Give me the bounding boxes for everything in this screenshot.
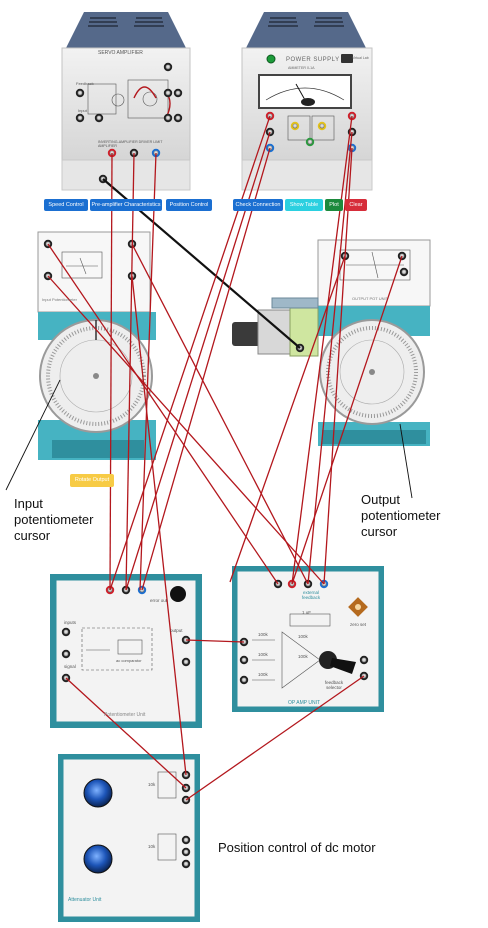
output-pot-terminal[interactable] <box>399 267 409 277</box>
output-cursor-line-3: cursor <box>361 524 398 539</box>
input-cursor-annotation: Input potentiometer cursor <box>14 496 94 544</box>
opamp-res-1: 100k <box>258 632 268 637</box>
attenuator-unit-title: Attenuator Unit <box>68 897 102 903</box>
page-caption: Position control of dc motor <box>218 840 376 855</box>
connection-wire[interactable] <box>131 243 309 585</box>
position-control-button[interactable]: Position Control <box>166 199 212 211</box>
connection-wire[interactable] <box>291 255 403 585</box>
opamp-terminal[interactable] <box>239 655 249 665</box>
servo-terminal[interactable] <box>75 88 85 98</box>
connection-wire[interactable] <box>291 115 353 585</box>
connection-wire[interactable] <box>185 639 245 643</box>
pot-unit-output-label: output <box>170 628 183 633</box>
output-cursor-annotation: Output potentiometer cursor <box>361 492 441 540</box>
input-cursor-leader <box>5 379 61 491</box>
connection-wire[interactable] <box>141 147 271 591</box>
rotate-output-button[interactable]: Rotate Output <box>70 474 114 487</box>
external-feedback-label: external feedback <box>301 590 321 600</box>
output-cursor-line-2: potentiometer <box>361 508 441 523</box>
connection-wire[interactable] <box>109 115 271 591</box>
connection-wire[interactable] <box>229 255 346 583</box>
input-cursor-line-3: cursor <box>14 528 51 543</box>
ps-terminal[interactable] <box>290 121 300 131</box>
pot-unit-terminal[interactable] <box>61 627 71 637</box>
power-supply <box>241 12 373 191</box>
output-pot-label: OUTPUT POT UNIT <box>352 296 389 301</box>
connection-wire[interactable] <box>47 275 325 585</box>
connection-wire[interactable] <box>185 675 365 801</box>
input-cursor-line-1: Input <box>14 496 43 511</box>
opamp-res-4: 100k <box>298 634 308 639</box>
brand-label: Virtual Lab <box>352 56 369 60</box>
connection-wire[interactable] <box>65 677 187 789</box>
opamp-res-3: 100k <box>258 672 268 677</box>
connection-wire[interactable] <box>131 275 187 776</box>
connection-wire[interactable] <box>47 243 279 585</box>
connection-wire[interactable] <box>109 152 113 591</box>
attenuator-res-1: 10k <box>148 782 156 787</box>
servo-terminal[interactable] <box>75 113 85 123</box>
pot-unit-inputs-label: inputs <box>64 620 77 625</box>
power-supply-title: POWER SUPPLY <box>286 57 340 63</box>
servo-terminal[interactable] <box>163 88 173 98</box>
connection-wire[interactable] <box>125 152 135 591</box>
input-pot-assembly <box>37 231 156 460</box>
attenuator-res-2: 10k <box>148 844 156 849</box>
show-table-button[interactable]: Show Table <box>285 199 323 211</box>
clear-button[interactable]: Clear <box>345 199 367 211</box>
input-cursor-line-2: potentiometer <box>14 512 94 527</box>
speed-control-button[interactable]: Speed Control <box>44 199 88 211</box>
servo-amplifier-title: SERVO AMPLIFIER <box>98 50 143 56</box>
pot-unit-title: Potentiometer Unit <box>104 712 146 718</box>
opamp-terminal[interactable] <box>359 655 369 665</box>
potentiometer-unit <box>50 574 202 728</box>
pot-unit-signal-label: signal <box>64 664 76 669</box>
servo-terminal[interactable] <box>163 113 173 123</box>
check-connection-button[interactable]: Check Connection <box>233 199 283 211</box>
opamp-res-2: 100k <box>258 652 268 657</box>
opamp-unit <box>232 566 384 712</box>
servo-amplifier <box>61 12 191 191</box>
pot-unit-ext-label: error out <box>150 598 168 603</box>
connection-wire[interactable] <box>307 131 353 585</box>
opamp-terminal[interactable] <box>239 675 249 685</box>
feedback-selector-label: feedback selector <box>324 680 344 690</box>
servo-terminal[interactable] <box>163 62 173 72</box>
servo-input-label: Input <box>78 108 87 113</box>
servo-terminal[interactable] <box>173 88 183 98</box>
pot-unit-terminal[interactable] <box>61 649 71 659</box>
connection-wire[interactable] <box>139 152 157 591</box>
output-cursor-line-1: Output <box>361 492 401 507</box>
ammeter-label: AMMETER 0-1A <box>288 66 315 70</box>
opamp-cap-label: 1 uF <box>302 610 312 615</box>
opamp-unit-title: OP AMP UNIT <box>288 700 321 706</box>
output-cursor-leader <box>399 423 413 499</box>
ps-terminal[interactable] <box>317 121 327 131</box>
wires <box>47 115 403 801</box>
plot-button[interactable]: Plot <box>325 199 343 211</box>
zero-set-label: zero set <box>350 622 367 627</box>
ps-terminal[interactable] <box>305 137 315 147</box>
servo-terminal[interactable] <box>173 113 183 123</box>
input-pot-label: Input Potentiometer <box>42 297 77 302</box>
pre-amplifier-button[interactable]: Pre-amplifier Characteristics <box>90 199 162 211</box>
opamp-res-5: 100k <box>298 654 308 659</box>
attenuator-unit <box>58 754 200 922</box>
attenuator-terminal[interactable] <box>181 835 191 845</box>
attenuator-terminal[interactable] <box>181 847 191 857</box>
attenuator-terminal[interactable] <box>181 859 191 869</box>
servo-terminal[interactable] <box>94 113 104 123</box>
connection-wire[interactable] <box>323 147 353 585</box>
servo-feedback-label: Feedback <box>76 81 94 86</box>
pot-unit-comparator-label: ac comparator <box>116 658 142 663</box>
servo-bottom-label: INVERTING-AMPLIFIER DRIVER LIMIT AMPLIFI… <box>98 140 163 148</box>
pot-unit-terminal[interactable] <box>181 657 191 667</box>
